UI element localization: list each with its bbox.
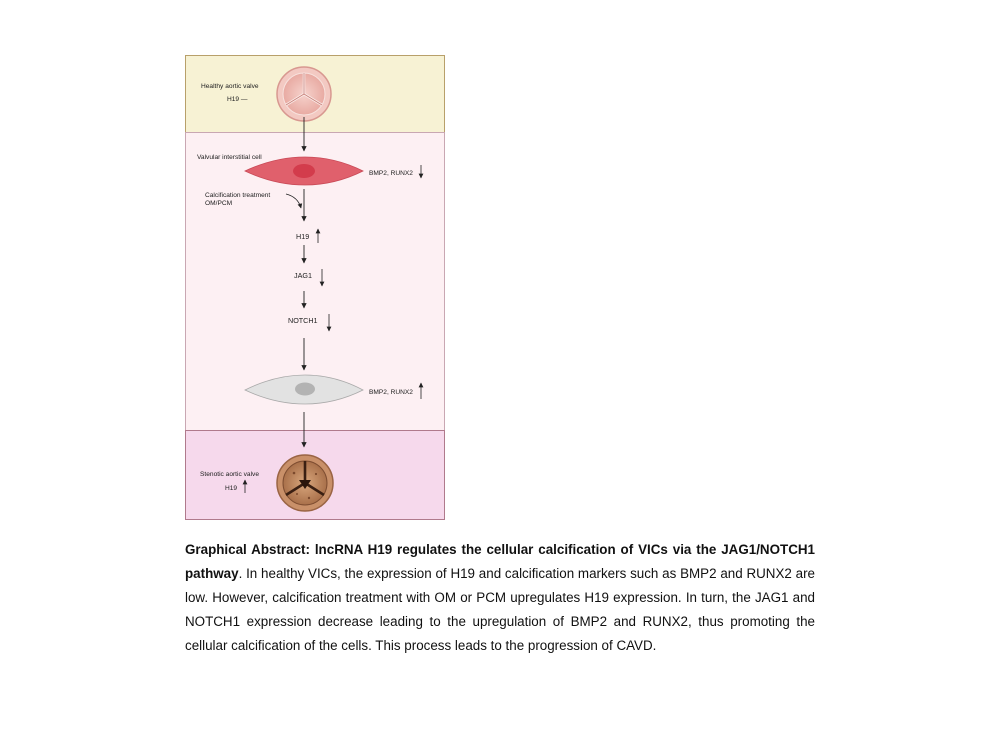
healthy-vic-cell [244, 156, 364, 186]
caption-title: Graphical Abstract: lncRNA H19 regulates… [185, 542, 815, 581]
healthy-valve-icon [276, 66, 332, 122]
stenotic-valve-icon [276, 454, 334, 512]
calcified-vic-cell [244, 374, 364, 405]
healthy-valve-label: Healthy aortic valve [201, 83, 259, 90]
jag1-label: JAG1 [294, 271, 312, 280]
markers-low-label: BMP2, RUNX2 [369, 170, 413, 177]
stenotic-valve-label: Stenotic aortic valve [200, 471, 259, 478]
notch1-label: NOTCH1 [288, 316, 318, 325]
vic-label: Valvular interstitial cell [197, 154, 262, 161]
treatment-label: Calcification treatment [205, 192, 270, 199]
figure-caption: Graphical Abstract: lncRNA H19 regulates… [185, 538, 815, 658]
markers-high-label: BMP2, RUNX2 [369, 389, 413, 396]
stenotic-h19-label: H19 [225, 485, 237, 492]
caption-text: . In healthy VICs, the expression of H19… [185, 566, 815, 653]
treatment-sub-label: OM/PCM [205, 200, 232, 207]
graphical-abstract-figure: Healthy aortic valve H19 — Valvular inte… [185, 55, 445, 520]
healthy-h19-label: H19 — [227, 96, 248, 103]
h19-label: H19 [296, 232, 309, 241]
